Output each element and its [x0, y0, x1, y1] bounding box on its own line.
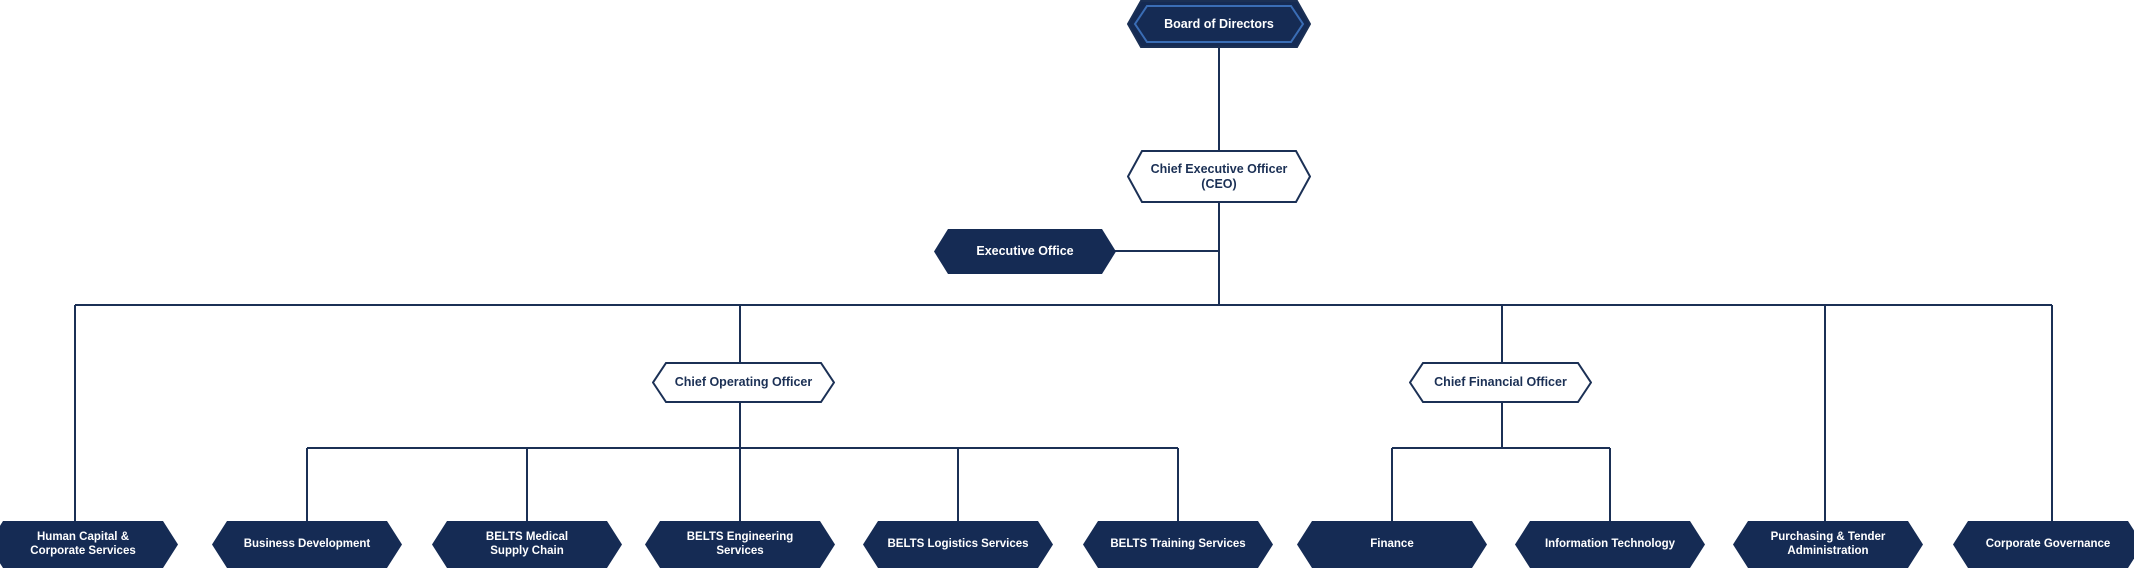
- chief-financial-officer-label: Chief Financial Officer: [1434, 375, 1567, 389]
- purchasing-tender-administration-hexagon: [1733, 521, 1923, 568]
- node-human-capital-corporate-services[interactable]: Human Capital & Corporate Services: [0, 521, 178, 568]
- belts-logistics-services-label: BELTS Logistics Services: [887, 537, 1029, 550]
- chief-financial-officer-hexagon: [1409, 362, 1592, 403]
- corporate-governance-label: Corporate Governance: [1985, 537, 2111, 550]
- belts-logistics-services-hexagon: [863, 521, 1053, 568]
- chief-operating-officer-hexagon: [652, 362, 835, 403]
- node-belts-medical-supply-chain[interactable]: BELTS Medical Supply Chain: [432, 521, 622, 568]
- node-business-development[interactable]: Business Development: [212, 521, 402, 568]
- node-chief-financial-officer[interactable]: Chief Financial Officer: [1409, 362, 1592, 403]
- node-belts-logistics-services[interactable]: BELTS Logistics Services: [863, 521, 1053, 568]
- corporate-governance-hexagon: [1953, 521, 2134, 568]
- node-belts-training-services[interactable]: BELTS Training Services: [1083, 521, 1273, 568]
- belts-engineering-services-label: BELTS Engineering Services: [686, 530, 794, 557]
- information-technology-hexagon: [1515, 521, 1705, 568]
- node-executive-office[interactable]: Executive Office: [934, 229, 1116, 274]
- belts-training-services-hexagon: [1083, 521, 1273, 568]
- node-board-of-directors[interactable]: Board of Directors: [1127, 0, 1311, 48]
- node-finance[interactable]: Finance: [1297, 521, 1487, 568]
- board-of-directors-hexagon: [1127, 0, 1311, 48]
- executive-office-hexagon: [934, 229, 1116, 274]
- chief-executive-officer-label: Chief Executive Officer (CEO): [1150, 161, 1288, 191]
- business-development-hexagon: [212, 521, 402, 568]
- belts-medical-supply-chain-hexagon: [432, 521, 622, 568]
- business-development-label: Business Development: [243, 537, 371, 550]
- node-corporate-governance[interactable]: Corporate Governance: [1953, 521, 2134, 568]
- node-purchasing-tender-administration[interactable]: Purchasing & Tender Administration: [1733, 521, 1923, 568]
- human-capital-corporate-services-hexagon: [0, 521, 178, 568]
- finance-label: Finance: [1370, 537, 1414, 550]
- node-chief-executive-officer[interactable]: Chief Executive Officer (CEO): [1127, 150, 1311, 203]
- information-technology-label: Information Technology: [1544, 537, 1676, 550]
- executive-office-label: Executive Office: [976, 244, 1074, 258]
- belts-medical-supply-chain-label: BELTS Medical Supply Chain: [485, 530, 569, 557]
- board-of-directors-label: Board of Directors: [1164, 16, 1274, 31]
- finance-hexagon: [1297, 521, 1487, 568]
- node-chief-operating-officer[interactable]: Chief Operating Officer: [652, 362, 835, 403]
- node-belts-engineering-services[interactable]: BELTS Engineering Services: [645, 521, 835, 568]
- human-capital-corporate-services-label: Human Capital & Corporate Services: [30, 530, 136, 557]
- purchasing-tender-administration-label: Purchasing & Tender Administration: [1770, 530, 1886, 557]
- node-information-technology[interactable]: Information Technology: [1515, 521, 1705, 568]
- belts-training-services-label: BELTS Training Services: [1110, 537, 1246, 550]
- belts-engineering-services-hexagon: [645, 521, 835, 568]
- chief-operating-officer-label: Chief Operating Officer: [674, 375, 813, 389]
- chief-executive-officer-hexagon: [1127, 150, 1311, 203]
